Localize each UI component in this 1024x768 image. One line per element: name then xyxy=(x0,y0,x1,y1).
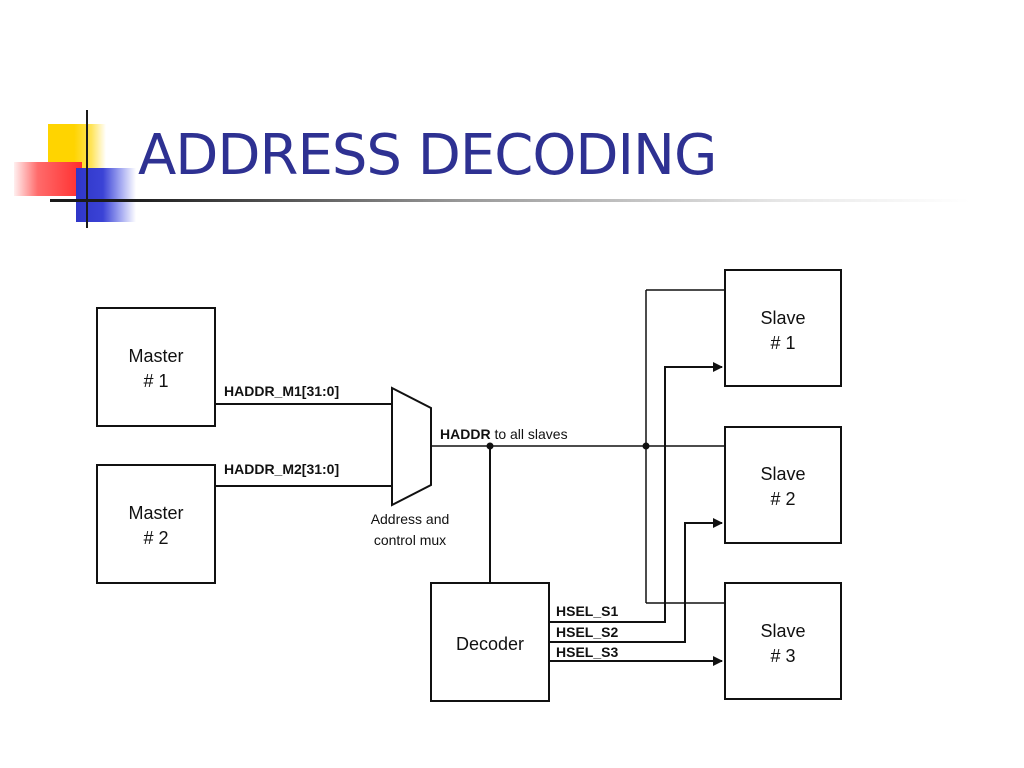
haddr-bus-label: HADDR to all slaves xyxy=(440,426,568,442)
decoder-label: Decoder xyxy=(456,634,524,654)
slave-2-label: Slave xyxy=(760,464,805,484)
hsel-s2-label: HSEL_S2 xyxy=(556,624,618,640)
hsel-s1-line xyxy=(549,362,723,623)
slave-2-number: # 2 xyxy=(770,489,795,509)
hsel-s3-label: HSEL_S3 xyxy=(556,644,618,660)
title-decoration-red xyxy=(14,162,82,196)
master-2-number: # 2 xyxy=(143,528,168,548)
haddr-bus-name: HADDR xyxy=(440,426,491,442)
hsel-s2-line xyxy=(549,518,723,643)
master-2-block: Master # 2 xyxy=(96,464,216,584)
hsel-s1-label: HSEL_S1 xyxy=(556,603,618,619)
slave-3-number: # 3 xyxy=(770,646,795,666)
haddr-m1-label: HADDR_M1[31:0] xyxy=(224,383,339,399)
haddr-bus-suffix: to all slaves xyxy=(491,426,568,442)
slave-3-block: Slave # 3 xyxy=(724,582,842,700)
slave-1-number: # 1 xyxy=(770,333,795,353)
master-1-label: Master xyxy=(128,346,183,366)
decoder-block: Decoder xyxy=(430,582,550,702)
address-mux: Address and control mux xyxy=(371,386,450,548)
title-underline xyxy=(50,199,970,202)
mux-label-line1: Address and xyxy=(371,511,450,527)
slave-2-block: Slave # 2 xyxy=(724,426,842,544)
master-1-number: # 1 xyxy=(143,371,168,391)
master-2-label: Master xyxy=(128,503,183,523)
slave-3-label: Slave xyxy=(760,621,805,641)
title-decoration-line xyxy=(86,110,88,228)
slave-1-block: Slave # 1 xyxy=(724,269,842,387)
haddr-m2-label: HADDR_M2[31:0] xyxy=(224,461,339,477)
slave-1-label: Slave xyxy=(760,308,805,328)
master-1-block: Master # 1 xyxy=(96,307,216,427)
slide-title: ADDRESS DECODING xyxy=(138,123,717,188)
mux-label-line2: control mux xyxy=(374,532,446,548)
